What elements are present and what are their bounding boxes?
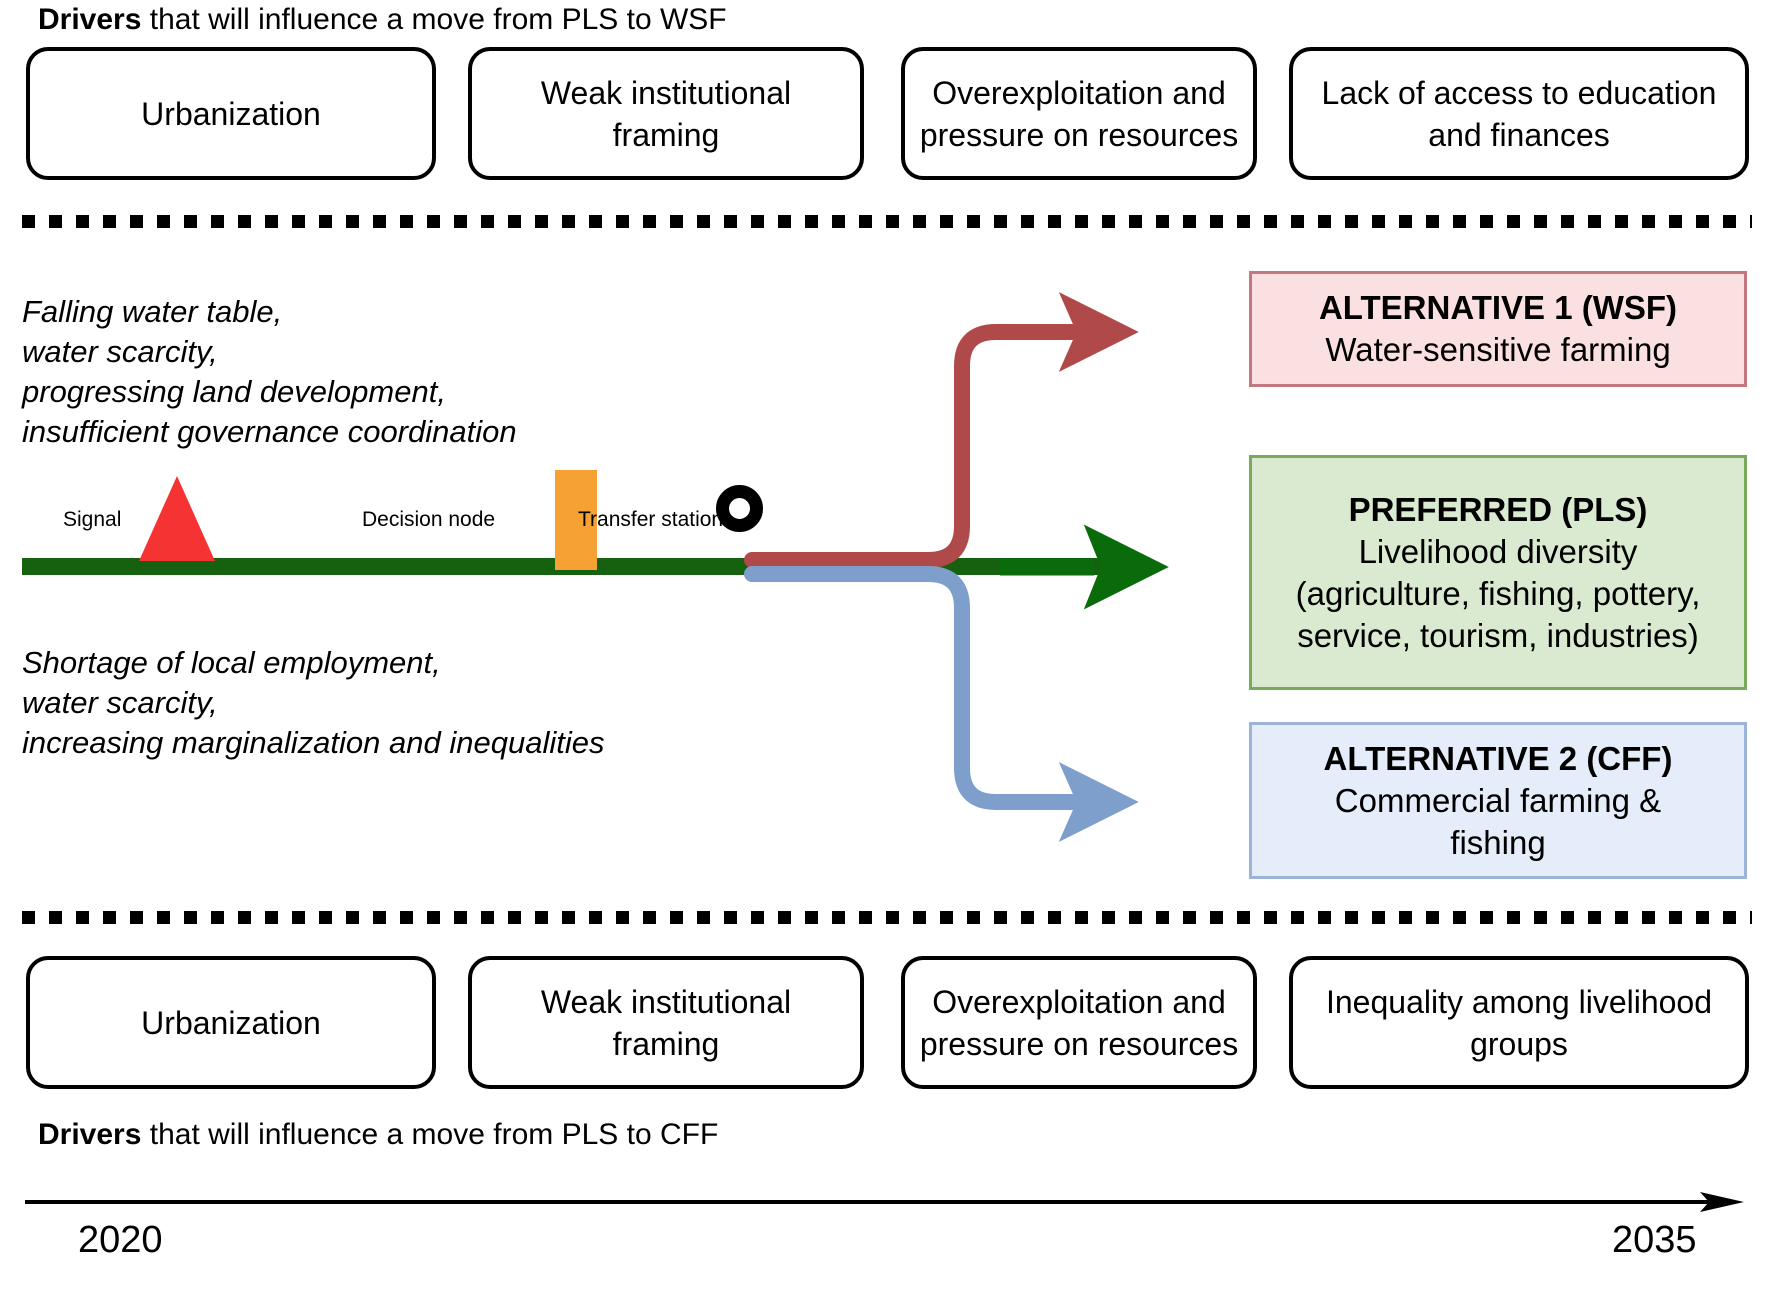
outcome-title: ALTERNATIVE 1 (WSF) <box>1318 289 1678 326</box>
year-label-start: 2020 <box>78 1219 163 1261</box>
decision-node-icon <box>555 470 597 570</box>
driver-label: Overexploitation and pressure on resourc… <box>919 74 1239 153</box>
outcome-title: ALTERNATIVE 2 (CFF) <box>1323 739 1673 777</box>
year-label-end: 2035 <box>1612 1219 1697 1261</box>
top-caption: Drivers that will influence a move from … <box>38 2 727 38</box>
dotted-separator-top <box>22 215 1752 228</box>
outcome-box-pls[interactable]: PREFERRED (PLS) Livelihood diversity (ag… <box>1249 455 1747 690</box>
driver-label: Urbanization <box>141 1004 321 1041</box>
bottom-caption-rest: that will influence a move from PLS to C… <box>141 1118 719 1151</box>
driver-label: Urbanization <box>141 95 321 132</box>
driver-box-bottom-1[interactable]: Urbanization <box>26 956 436 1089</box>
outcome-title: PREFERRED (PLS) <box>1348 490 1648 528</box>
driver-label: Lack of access to education and finances <box>1321 74 1717 153</box>
bottom-caption-bold: Drivers <box>38 1118 142 1151</box>
driver-box-top-3[interactable]: Overexploitation and pressure on resourc… <box>901 47 1257 180</box>
outcome-desc: Water-sensitive farming <box>1325 331 1671 368</box>
branch-path-wsf <box>744 292 1139 568</box>
outcome-box-wsf[interactable]: ALTERNATIVE 1 (WSF) Water-sensitive farm… <box>1249 271 1747 387</box>
outcome-box-cff[interactable]: ALTERNATIVE 2 (CFF) Commercial farming &… <box>1249 722 1747 879</box>
driver-label: Weak institutional framing <box>540 74 792 153</box>
driver-box-top-1[interactable]: Urbanization <box>26 47 436 180</box>
dotted-separator-bottom <box>22 911 1752 924</box>
driver-box-top-2[interactable]: Weak institutional framing <box>468 47 864 180</box>
driver-box-top-4[interactable]: Lack of access to education and finances <box>1289 47 1749 180</box>
branch-path-cff <box>744 566 1139 842</box>
transfer-station-label: Transfer station <box>578 508 724 531</box>
driver-box-bottom-3[interactable]: Overexploitation and pressure on resourc… <box>901 956 1257 1089</box>
top-caption-bold: Drivers <box>38 3 142 36</box>
decision-node-label: Decision node <box>362 508 496 531</box>
signal-triangle-icon <box>139 476 215 561</box>
upper-signals-text: Falling water table, water scarcity, pro… <box>22 294 517 449</box>
driver-label: Overexploitation and pressure on resourc… <box>919 983 1239 1062</box>
driver-label: Weak institutional framing <box>540 983 792 1062</box>
lower-signals-text: Shortage of local employment, water scar… <box>22 645 605 760</box>
bottom-caption: Drivers that will influence a move from … <box>38 1117 718 1153</box>
driver-label: Inequality among livelihood groups <box>1325 983 1713 1062</box>
signal-label: Signal <box>63 508 122 531</box>
driver-box-bottom-4[interactable]: Inequality among livelihood groups <box>1289 956 1749 1089</box>
year-axis-arrowhead <box>1700 1192 1744 1212</box>
top-caption-rest: that will influence a move from PLS to W… <box>141 3 727 36</box>
year-axis-line <box>25 1200 1735 1204</box>
driver-box-bottom-2[interactable]: Weak institutional framing <box>468 956 864 1089</box>
outcome-desc: Livelihood diversity (agriculture, fishi… <box>1295 532 1701 654</box>
outcome-desc: Commercial farming & fishing <box>1334 781 1662 861</box>
